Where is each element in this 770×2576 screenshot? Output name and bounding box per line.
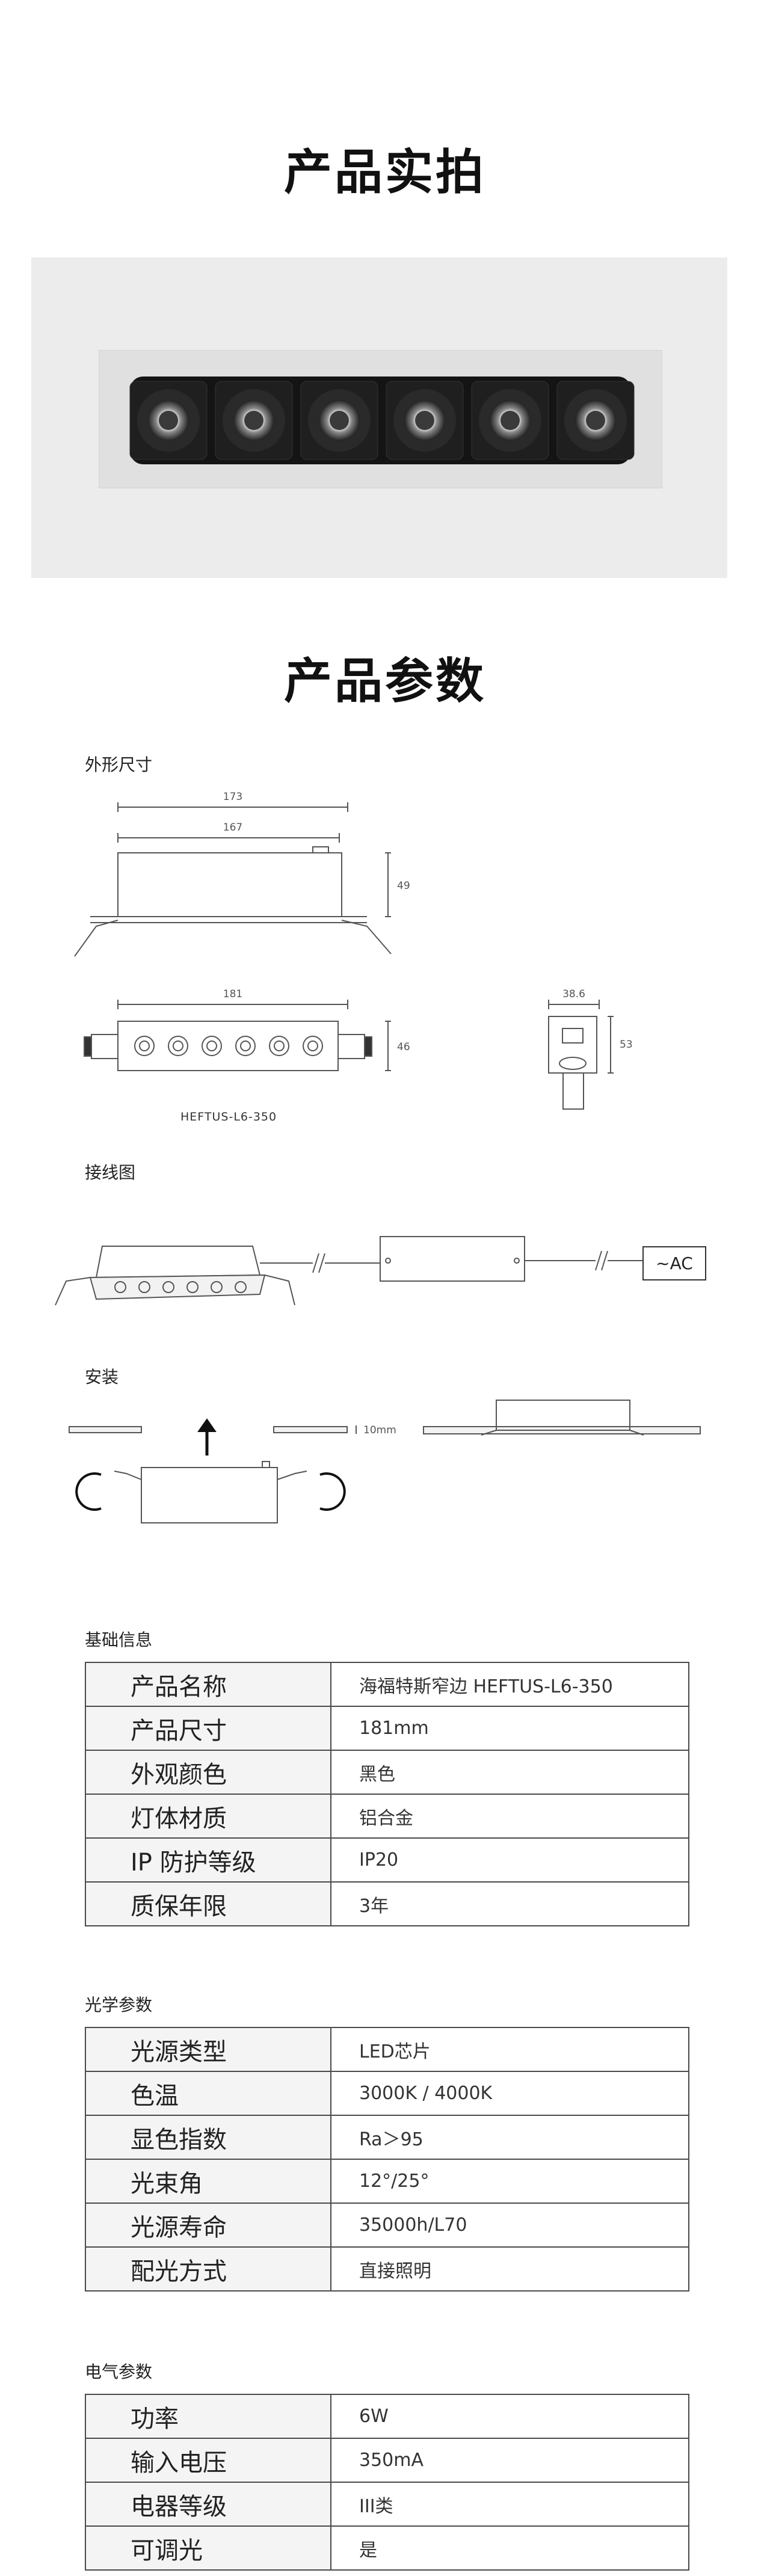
table-row: 灯体材质铝合金 — [85, 1794, 689, 1839]
product-photo-fixture — [129, 377, 635, 464]
lens-cell — [556, 381, 635, 460]
spec-key: 产品名称 — [85, 1662, 331, 1707]
front-lens-inner — [173, 1041, 183, 1051]
basic-info-title: 基础信息 — [85, 1630, 153, 1650]
dim-38-6: 38.6 — [562, 988, 585, 1000]
spec-value: 3000K / 4000K — [330, 2071, 689, 2116]
wiring-lens — [114, 1281, 126, 1293]
install-label: 安装 — [85, 1367, 119, 1387]
dim-167: 167 — [223, 822, 242, 834]
spec-value: Ra＞95 — [330, 2115, 689, 2160]
dim-53: 53 — [620, 1039, 633, 1051]
front-lens — [168, 1036, 188, 1056]
spec-key: 功率 — [85, 2394, 331, 2439]
wiring-diagram — [55, 1236, 642, 1306]
spec-key: IP 防护等级 — [85, 1837, 331, 1883]
wiring-lens — [186, 1281, 199, 1293]
dim-173: 173 — [223, 791, 242, 803]
spec-key: 质保年限 — [85, 1881, 331, 1926]
spec-value: 35000h/L70 — [330, 2203, 689, 2248]
spec-key: 光源类型 — [85, 2027, 331, 2072]
front-lens-inner — [139, 1041, 150, 1051]
spec-key: 电器等级 — [85, 2482, 331, 2527]
spec-value: IP20 — [330, 1837, 689, 1883]
dim-46: 46 — [397, 1041, 410, 1053]
spec-key: 色温 — [85, 2071, 331, 2116]
spec-key: 显色指数 — [85, 2115, 331, 2160]
install-diagram: 10mm — [69, 1400, 701, 1523]
outline-dimensions-label: 外形尺寸 — [85, 755, 153, 775]
spec-key: 光束角 — [85, 2159, 331, 2204]
front-lens-inner — [274, 1041, 285, 1051]
front-lens-inner — [240, 1041, 251, 1051]
params-title: 产品参数 — [284, 653, 486, 709]
spec-value: 是 — [330, 2525, 689, 2571]
wiring-label: 接线图 — [85, 1163, 136, 1182]
spec-key: 产品尺寸 — [85, 1706, 331, 1751]
outline-drawing: 173 167 49 181 46 38.6 53 — [74, 791, 633, 1110]
spec-value: LED芯片 — [330, 2027, 689, 2072]
front-lens — [303, 1036, 323, 1056]
dim-181: 181 — [223, 988, 242, 1000]
lens-cell — [471, 381, 549, 460]
lens-cell — [386, 381, 464, 460]
optical-params-title: 光学参数 — [85, 1995, 153, 2015]
spec-key: 光源寿命 — [85, 2203, 331, 2248]
lens-cell — [300, 381, 378, 460]
front-lens — [134, 1036, 155, 1056]
spec-value: 黑色 — [330, 1750, 689, 1795]
spec-value: 6W — [330, 2394, 689, 2439]
electrical-params-title: 电气参数 — [85, 2362, 153, 2382]
model-label: HEFTUS-L6-350 — [180, 1110, 277, 1124]
spec-value: III类 — [330, 2482, 689, 2527]
spec-key: 灯体材质 — [85, 1794, 331, 1839]
front-lens-inner — [307, 1041, 318, 1051]
wiring-lens — [211, 1281, 223, 1293]
front-lens-inner — [206, 1041, 217, 1051]
spec-key: 输入电压 — [85, 2438, 331, 2483]
front-lens — [269, 1036, 289, 1056]
spec-value: 铝合金 — [330, 1794, 689, 1839]
table-row: 配光方式直接照明 — [85, 2246, 689, 2292]
front-lens — [235, 1036, 256, 1056]
wiring-lens — [235, 1281, 247, 1293]
spec-value: 350mA — [330, 2438, 689, 2483]
spec-key: 外观颜色 — [85, 1750, 331, 1795]
table-row: 可调光是 — [85, 2525, 689, 2571]
dim-10mm: 10mm — [363, 1424, 396, 1436]
spec-key: 可调光 — [85, 2525, 331, 2571]
spec-value: 3年 — [330, 1881, 689, 1926]
table-row: 外观颜色黑色 — [85, 1750, 689, 1795]
front-lens — [202, 1036, 222, 1056]
photos-title: 产品实拍 — [284, 144, 486, 200]
table-row: 产品名称海福特斯窄边 HEFTUS-L6-350 — [85, 1662, 689, 1707]
spec-value: 12°/25° — [330, 2159, 689, 2204]
ac-power-box: ~AC — [642, 1246, 706, 1280]
lens-cell — [215, 381, 293, 460]
wiring-lens — [162, 1281, 174, 1293]
spec-value: 直接照明 — [330, 2246, 689, 2292]
spec-value: 海福特斯窄边 HEFTUS-L6-350 — [330, 1662, 689, 1707]
spec-value: 181mm — [330, 1706, 689, 1751]
wiring-lens — [138, 1281, 150, 1293]
dim-49: 49 — [397, 880, 410, 892]
spec-key: 配光方式 — [85, 2246, 331, 2292]
lens-cell — [129, 381, 208, 460]
